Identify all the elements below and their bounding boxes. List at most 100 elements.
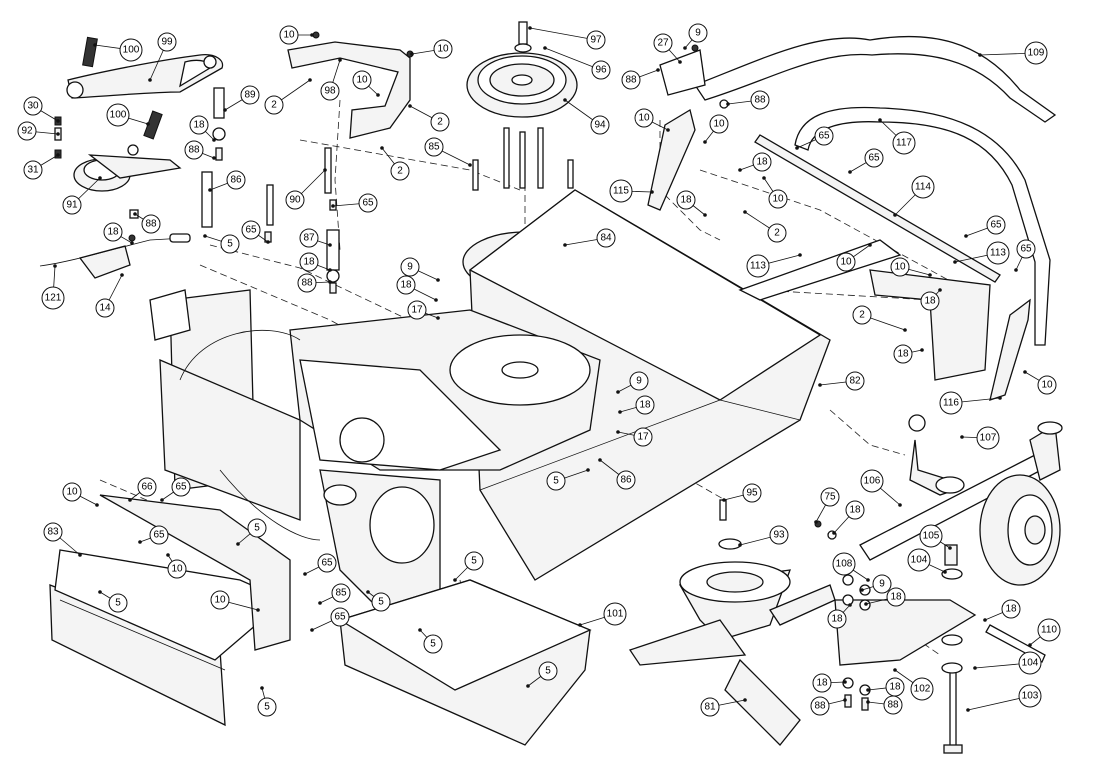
callout-number: 86 — [230, 175, 242, 186]
callout-circle — [1016, 239, 1036, 259]
callout-c-18d: 18 — [396, 275, 438, 302]
callout-leader-tip — [948, 546, 952, 550]
drive-pulley — [466, 21, 578, 118]
callout-leader-tip — [563, 98, 567, 102]
callout-number: 109 — [1028, 48, 1045, 59]
callout-leader-tip — [848, 170, 852, 174]
callout-c-9c: 9 — [616, 371, 649, 394]
callout-circle — [330, 607, 350, 627]
callout-circle — [538, 661, 558, 681]
callout-c-2e: 2 — [852, 305, 907, 332]
callout-circle — [832, 552, 856, 576]
callout-circle — [400, 257, 420, 277]
callout-circle — [297, 273, 317, 293]
callout-c-92: 92 — [17, 121, 60, 141]
callout-leader-tip — [310, 628, 314, 632]
callout-number: 88 — [814, 701, 826, 712]
callout-leader-tip — [616, 430, 620, 434]
side-bracket-116 — [989, 298, 1031, 401]
callout-circle — [911, 175, 935, 199]
callout-number: 9 — [879, 579, 885, 590]
callout-leader-tip — [998, 396, 1002, 400]
callout-number: 88 — [301, 278, 313, 289]
callout-number: 14 — [99, 303, 111, 314]
callout-c-18f: 18 — [676, 190, 707, 217]
callout-number: 10 — [894, 262, 906, 273]
callout-number: 93 — [773, 530, 785, 541]
callout-circle — [814, 126, 834, 146]
callout-c-14: 14 — [95, 273, 124, 318]
callout-circle — [688, 23, 708, 43]
callout-number: 5 — [264, 702, 270, 713]
callout-leader-tip — [98, 590, 102, 594]
callout-leader-tip — [543, 46, 547, 50]
callout-circle — [886, 587, 906, 607]
callout-leader-tip — [898, 503, 902, 507]
callout-leader-tip — [743, 210, 747, 214]
callout-c-10j: 10 — [62, 482, 99, 507]
callout-circle — [320, 81, 340, 101]
lower-deck-plate — [338, 579, 592, 746]
callout-number: 2 — [774, 228, 780, 239]
callout-c-114: 114 — [893, 175, 935, 217]
callout-circle — [635, 395, 655, 415]
callout-leader-tip — [678, 60, 682, 64]
callout-circle — [609, 179, 633, 203]
callout-number: 5 — [115, 598, 121, 609]
callout-number: 18 — [924, 296, 936, 307]
callout-c-5a: 5 — [203, 234, 240, 254]
callout-leader-tip — [53, 264, 57, 268]
callout-c-115: 115 — [609, 179, 654, 203]
callout-c-65g: 65 — [303, 553, 337, 576]
callout-leader-tip — [798, 253, 802, 257]
callout-circle — [257, 697, 277, 717]
callout-number: 31 — [27, 165, 39, 176]
callout-circle — [62, 482, 82, 502]
callout-circle — [621, 70, 641, 90]
callout-circle — [939, 391, 963, 415]
callout-number: 5 — [430, 639, 436, 650]
callout-number: 10 — [638, 113, 650, 124]
callout-leader-tip — [133, 212, 137, 216]
callout-c-18l: 18 — [827, 603, 852, 629]
callout-circle — [845, 500, 865, 520]
callout-leader-tip — [208, 188, 212, 192]
callout-c-89: 89 — [223, 85, 260, 112]
callout-number: 5 — [254, 523, 260, 534]
callout-circle — [95, 298, 115, 318]
callout-circle — [371, 592, 391, 612]
callout-leader-tip — [683, 46, 687, 50]
callout-leader-tip — [938, 288, 942, 292]
callout-c-10f: 10 — [762, 176, 788, 209]
callout-number: 2 — [397, 166, 403, 177]
callout-number: 17 — [637, 432, 649, 443]
callout-circle — [433, 39, 453, 59]
callout-circle — [157, 32, 177, 52]
callout-number: 10 — [66, 487, 78, 498]
callout-number: 65 — [818, 131, 830, 142]
callout-c-18o: 18 — [866, 677, 905, 697]
callout-circle — [872, 574, 892, 594]
callout-leader-tip — [973, 666, 977, 670]
callout-leader-tip — [814, 520, 818, 524]
callout-number: 121 — [45, 293, 62, 304]
callout-leader-tip — [656, 68, 660, 72]
callout-circle — [910, 677, 934, 701]
callout-number: 9 — [695, 28, 701, 39]
callout-number: 5 — [378, 597, 384, 608]
callout-number: 82 — [849, 376, 861, 387]
callout-leader-tip — [616, 390, 620, 394]
callout-circle — [141, 214, 161, 234]
callout-number: 17 — [411, 305, 423, 316]
callout-circle — [1037, 375, 1057, 395]
callout-c-85b: 85 — [318, 583, 351, 605]
callout-leader-tip — [303, 572, 307, 576]
callout-circle — [920, 291, 940, 311]
callout-number: 106 — [864, 476, 881, 487]
callout-circle — [62, 195, 82, 215]
callout-circle — [106, 103, 130, 127]
callout-number: 5 — [227, 239, 233, 250]
callout-leader-tip — [376, 93, 380, 97]
callout-leader-tip — [983, 618, 987, 622]
callout-leader-tip — [903, 328, 907, 332]
